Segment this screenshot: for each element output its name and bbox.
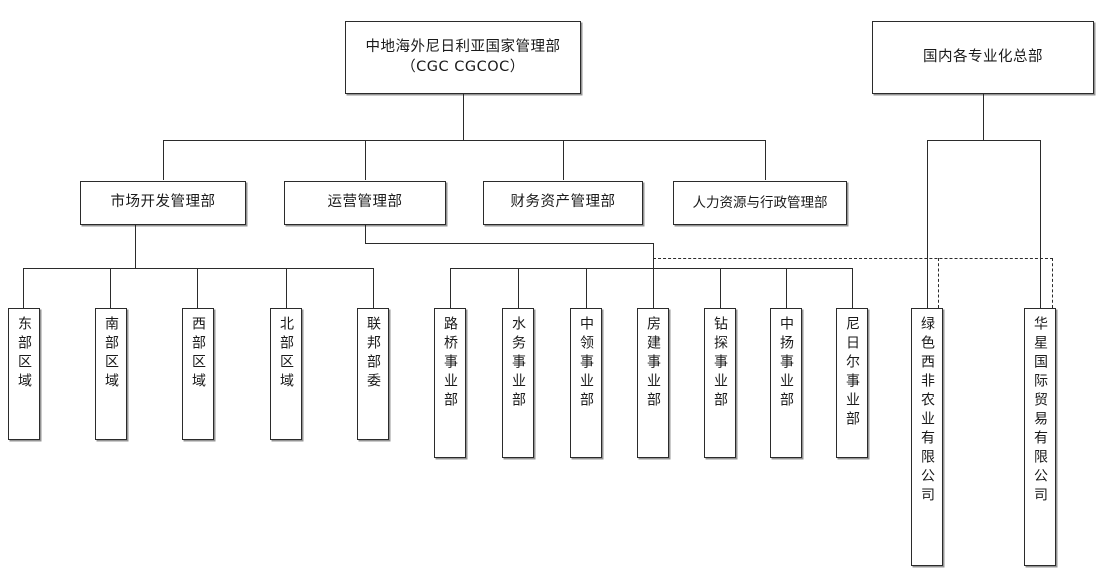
department-node-operations[interactable]: 运营管理部 (284, 181, 446, 225)
region-label: 联邦部委 (365, 316, 381, 392)
connector-drop-region-1 (23, 268, 24, 308)
connector-operations-elbow-drop (653, 243, 654, 268)
business-unit-node-zhongling[interactable]: 中领事业部 (570, 308, 602, 458)
connector-subsidiary-bar (927, 140, 1040, 141)
region-label: 北部区域 (278, 316, 294, 392)
connector-domestic-hq-stem (983, 94, 984, 140)
business-unit-label: 中领事业部 (578, 316, 594, 411)
region-node-south[interactable]: 南部区域 (95, 308, 127, 440)
dashed-connector-drop-subsidiary-1 (938, 258, 939, 308)
subsidiary-label: 绿色西非农业有限公司 (919, 316, 935, 506)
connector-drop-subsidiary-2 (1040, 140, 1041, 308)
region-label: 东部区域 (16, 316, 32, 392)
subsidiary-node-huaxing-international-trade[interactable]: 华星国际贸易有限公司 (1024, 308, 1056, 566)
connector-drop-bu-7 (852, 268, 853, 308)
connector-root-stem (463, 94, 464, 140)
region-node-east[interactable]: 东部区域 (8, 308, 40, 440)
dashed-connector-drop-subsidiary-2 (1052, 258, 1053, 308)
connector-drop-bu-6 (786, 268, 787, 308)
region-node-west[interactable]: 西部区域 (182, 308, 214, 440)
business-unit-node-road-bridge[interactable]: 路桥事业部 (434, 308, 466, 458)
department-label: 人力资源与行政管理部 (692, 194, 828, 211)
department-label: 运营管理部 (327, 194, 403, 211)
root-node-domestic-hq[interactable]: 国内各专业化总部 (872, 21, 1094, 94)
business-unit-node-drilling[interactable]: 钻探事业部 (704, 308, 736, 458)
root-node-overseas-nigeria[interactable]: 中地海外尼日利亚国家管理部 （CGC CGCOC） (345, 21, 581, 94)
business-unit-label: 路桥事业部 (442, 316, 458, 411)
root-node-label: 中地海外尼日利亚国家管理部 （CGC CGCOC） (365, 38, 561, 75)
connector-operations-elbow (365, 243, 654, 244)
department-node-hr-admin[interactable]: 人力资源与行政管理部 (673, 181, 847, 225)
connector-drop-dept-3 (563, 140, 564, 180)
region-node-federal-ministries[interactable]: 联邦部委 (357, 308, 389, 440)
connector-department-bar (163, 140, 766, 141)
root-right-node-label: 国内各专业化总部 (923, 48, 1043, 65)
connector-drop-region-4 (286, 268, 287, 308)
department-node-market-development[interactable]: 市场开发管理部 (80, 181, 246, 225)
connector-drop-dept-1 (163, 140, 164, 180)
subsidiary-label: 华星国际贸易有限公司 (1032, 316, 1048, 506)
business-unit-label: 房建事业部 (645, 316, 661, 411)
business-unit-label: 水务事业部 (510, 316, 526, 411)
department-label: 财务资产管理部 (510, 194, 616, 211)
connector-market-dev-stem (135, 225, 136, 268)
connector-drop-bu-2 (518, 268, 519, 308)
connector-region-bar (23, 268, 373, 269)
connector-business-unit-bar (450, 268, 852, 269)
business-unit-node-zhongyang[interactable]: 中扬事业部 (770, 308, 802, 458)
region-node-north[interactable]: 北部区域 (270, 308, 302, 440)
dashed-connector-horizontal (653, 258, 1053, 259)
department-label: 市场开发管理部 (110, 194, 216, 211)
connector-drop-dept-4 (765, 140, 766, 180)
connector-drop-bu-4 (653, 268, 654, 308)
connector-drop-dept-2 (365, 140, 366, 180)
connector-drop-subsidiary-1 (927, 140, 928, 308)
business-unit-label: 中扬事业部 (778, 316, 794, 411)
connector-drop-bu-1 (450, 268, 451, 308)
connector-drop-region-3 (197, 268, 198, 308)
business-unit-label: 尼日尔事业部 (844, 316, 860, 430)
business-unit-node-niger[interactable]: 尼日尔事业部 (836, 308, 868, 458)
connector-drop-bu-3 (586, 268, 587, 308)
region-label: 南部区域 (103, 316, 119, 392)
connector-drop-region-2 (110, 268, 111, 308)
subsidiary-node-green-west-africa-agriculture[interactable]: 绿色西非农业有限公司 (911, 308, 943, 566)
business-unit-node-water[interactable]: 水务事业部 (502, 308, 534, 458)
business-unit-label: 钻探事业部 (712, 316, 728, 411)
region-label: 西部区域 (190, 316, 206, 392)
business-unit-node-building[interactable]: 房建事业部 (637, 308, 669, 458)
connector-drop-region-5 (373, 268, 374, 308)
department-node-finance-assets[interactable]: 财务资产管理部 (483, 181, 643, 225)
connector-drop-bu-5 (720, 268, 721, 308)
connector-operations-stem (365, 225, 366, 243)
